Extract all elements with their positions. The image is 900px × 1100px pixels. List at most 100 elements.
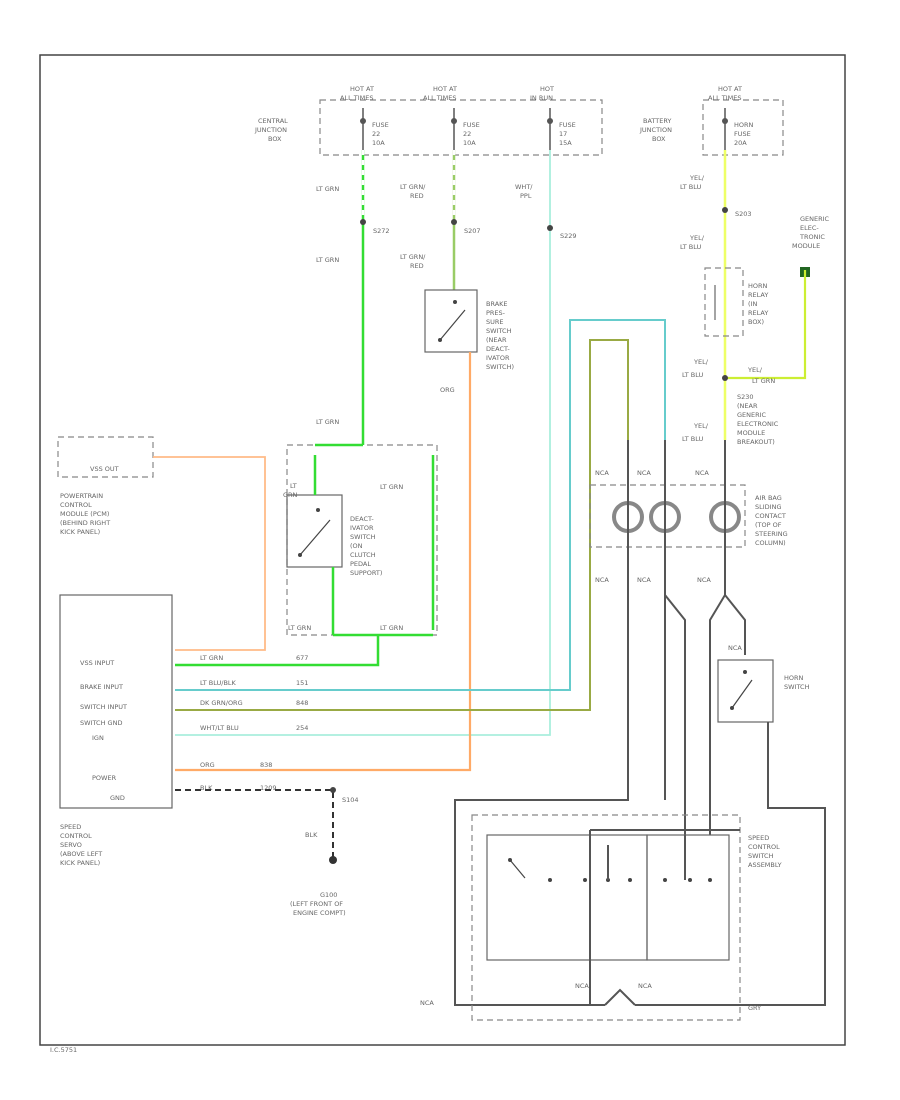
nca-labels: NCA NCA NCA NCA NCA NCA NCA NCA NCA NCA (420, 469, 742, 1007)
svg-text:(BEHIND RIGHT: (BEHIND RIGHT (60, 519, 110, 527)
svg-text:NCA: NCA (728, 644, 742, 652)
servo-pin-labels: VSS INPUT BRAKE INPUT SWITCH INPUT SWITC… (80, 659, 127, 802)
svg-text:BOX): BOX) (748, 318, 764, 326)
splice-s272: S272 (373, 227, 390, 235)
svg-text:151: 151 (296, 679, 308, 687)
wire-label-yel-lt-blu-3: YEL/ LT BLU (682, 358, 709, 379)
horn-switch (717, 659, 774, 723)
svg-text:NCA: NCA (595, 469, 609, 477)
svg-text:BREAKOUT): BREAKOUT) (737, 438, 775, 446)
svg-text:SWITCH): SWITCH) (486, 363, 514, 371)
svg-text:BATTERY: BATTERY (643, 117, 671, 125)
svg-text:GND: GND (110, 794, 125, 802)
svg-text:IVATOR: IVATOR (486, 354, 510, 362)
air-bag-sliding-contact (589, 484, 746, 548)
horn-fuse: HORN FUSE 20A (722, 108, 754, 150)
fuse-17: FUSE 17 15A (547, 108, 576, 150)
svg-text:BOX: BOX (268, 135, 282, 143)
svg-text:MODULE: MODULE (737, 429, 765, 437)
svg-text:GENERIC: GENERIC (800, 215, 830, 223)
hot-label-1: HOT AT ALL TIMES (340, 85, 374, 102)
svg-text:KICK PANEL): KICK PANEL) (60, 528, 100, 536)
switch-contacts (508, 858, 712, 882)
wire-horn-switch-out (635, 722, 826, 1006)
gem-breakout-label: S230 (NEAR GENERIC ELECTRONIC MODULE BRE… (737, 393, 779, 446)
wire-pcm-vss (153, 456, 266, 651)
svg-text:HORN: HORN (748, 282, 768, 290)
svg-text:BOX: BOX (652, 135, 666, 143)
ground-label: G100 (LEFT FRONT OF ENGINE COMPT) (290, 891, 346, 917)
wire-nca-crossover (604, 988, 636, 1006)
fuse-22-b: FUSE 22 10A (451, 108, 480, 150)
svg-text:LT GRN: LT GRN (200, 654, 223, 662)
svg-text:ASSEMBLY: ASSEMBLY (748, 861, 782, 869)
wire-blk-ground (175, 789, 334, 860)
svg-text:ELECTRONIC: ELECTRONIC (737, 420, 779, 428)
diagram-frame (39, 54, 846, 1046)
svg-text:YEL/: YEL/ (689, 174, 705, 182)
wire-label-yel-lt-blu-1: YEL/ LT BLU (680, 174, 705, 191)
brake-pressure-switch (424, 289, 478, 353)
wire-lt-grn-vss (175, 633, 433, 667)
svg-text:838: 838 (260, 761, 272, 769)
wire-label-lt-grn-6: LT GRN (380, 624, 403, 632)
battery-junction-box (702, 99, 784, 156)
svg-text:(NEAR: (NEAR (737, 402, 758, 410)
svg-text:SWITCH GND: SWITCH GND (80, 719, 122, 727)
wire-label-wht-ppl: WHT/ PPL (515, 183, 533, 200)
svg-text:848: 848 (296, 699, 308, 707)
svg-text:FUSE: FUSE (372, 121, 389, 129)
wire-lt-blu-blk (175, 319, 666, 691)
svg-text:YEL/: YEL/ (689, 234, 705, 242)
svg-text:(ON: (ON (350, 542, 363, 550)
svg-text:DK GRN/ORG: DK GRN/ORG (200, 699, 243, 707)
switch-assembly-inner-right (646, 834, 730, 961)
svg-text:LT BLU: LT BLU (680, 183, 702, 191)
speed-control-switch-assembly (471, 814, 741, 1021)
svg-text:BRAKE INPUT: BRAKE INPUT (80, 683, 123, 691)
wire-label-lt-grn-5: LT GRN (288, 624, 311, 632)
svg-text:RED: RED (410, 262, 424, 270)
svg-text:DEACT-: DEACT- (486, 345, 510, 353)
svg-text:CONTROL: CONTROL (60, 832, 92, 840)
deactivator-switch (286, 494, 343, 568)
pcm-label: POWERTRAIN CONTROL MODULE (PCM) (BEHIND … (60, 492, 110, 536)
wire-org-power (175, 352, 472, 772)
svg-text:SERVO: SERVO (60, 841, 82, 849)
wire-label-yel-lt-grn: YEL/ LT GRN (747, 366, 775, 385)
hot-label-4: HOT AT ALL TIMES (708, 85, 742, 102)
svg-text:VSS INPUT: VSS INPUT (80, 659, 114, 667)
svg-text:IN RUN: IN RUN (530, 94, 553, 102)
svg-text:22: 22 (463, 130, 471, 138)
svg-text:NCA: NCA (637, 469, 651, 477)
central-junction-box (319, 99, 603, 156)
svg-text:YEL/: YEL/ (693, 422, 709, 430)
brake-switch-label: BRAKE PRES- SURE SWITCH (NEAR DEACT- IVA… (486, 300, 514, 371)
svg-text:CENTRAL: CENTRAL (258, 117, 288, 125)
wire-label-lt-grn-3: LT GRN (316, 418, 339, 426)
svg-text:BRAKE: BRAKE (486, 300, 508, 308)
wire-label-lt-grn-short: LT GRN (283, 482, 298, 499)
servo-label: SPEED CONTROL SERVO (ABOVE LEFT KICK PAN… (60, 823, 102, 867)
svg-text:BLK: BLK (200, 784, 213, 792)
servo-wire-labels: LT GRN 677 LT BLU/BLK 151 DK GRN/ORG 848… (200, 654, 308, 792)
wire-clockspring-left (454, 440, 629, 1006)
svg-text:STEERING: STEERING (755, 530, 788, 538)
svg-text:1209: 1209 (260, 784, 277, 792)
svg-text:SPEED: SPEED (60, 823, 81, 831)
airbag-label: AIR BAG SLIDING CONTACT (TOP OF STEERING… (755, 494, 788, 547)
svg-text:LT BLU: LT BLU (682, 371, 704, 379)
svg-text:(TOP OF: (TOP OF (755, 521, 782, 529)
svg-text:WHT/: WHT/ (515, 183, 533, 191)
wire-wht-ppl (175, 150, 551, 736)
svg-text:LT GRN: LT GRN (752, 377, 775, 385)
wire-dk-grn-org (175, 339, 629, 711)
svg-text:CONTROL: CONTROL (748, 843, 780, 851)
splice-s229: S229 (560, 232, 577, 240)
svg-text:FUSE: FUSE (734, 130, 751, 138)
svg-text:RELAY: RELAY (748, 291, 768, 299)
svg-text:PEDAL: PEDAL (350, 560, 371, 568)
svg-text:ALL TIMES: ALL TIMES (423, 94, 456, 102)
svg-text:LT BLU/BLK: LT BLU/BLK (200, 679, 237, 687)
switch-assembly-inner-left (486, 834, 648, 961)
